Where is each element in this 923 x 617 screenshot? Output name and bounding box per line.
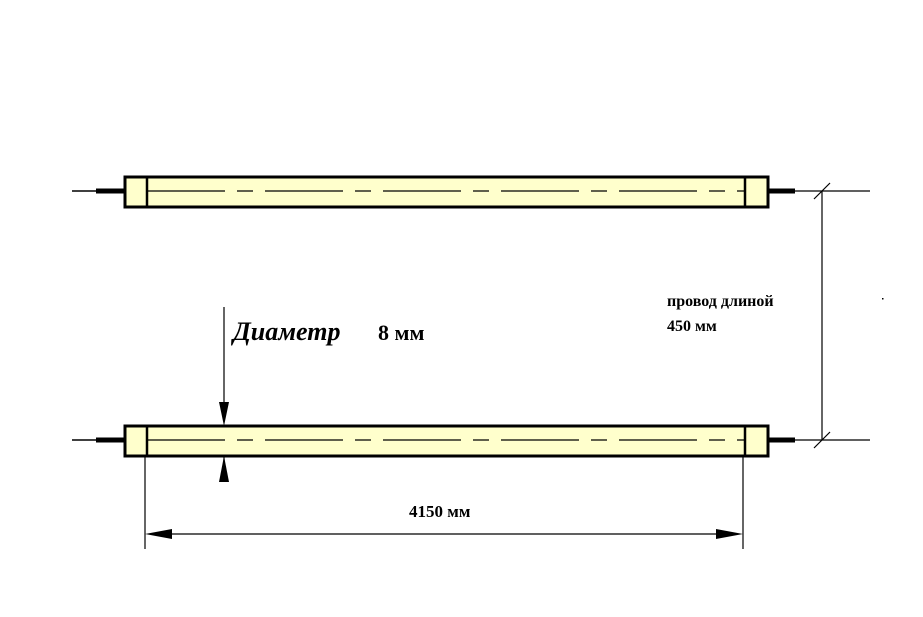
stray-dot: [882, 298, 884, 300]
length-arrow-right: [716, 529, 743, 539]
wire-dimension: [813, 182, 831, 449]
wire-length-label-line1: провод длиной: [667, 293, 774, 310]
diameter-arrow-top: [219, 402, 229, 426]
length-arrow-left: [145, 529, 172, 539]
diameter-value-label: 8 мм: [378, 320, 424, 345]
length-dimension: [144, 456, 744, 549]
diameter-dimension: [219, 307, 229, 482]
length-label: 4150 мм: [409, 502, 471, 521]
tube-bottom: [72, 424, 870, 458]
wire-tick-top: [813, 182, 831, 200]
tube-top: [72, 175, 870, 209]
diameter-word-label: Диаметр: [231, 317, 340, 346]
wire-tick-bottom: [813, 431, 831, 449]
tube-body-top: [123, 175, 770, 209]
wire-length-label-line2: 450 мм: [667, 318, 717, 335]
tube-body-bottom: [123, 424, 770, 458]
